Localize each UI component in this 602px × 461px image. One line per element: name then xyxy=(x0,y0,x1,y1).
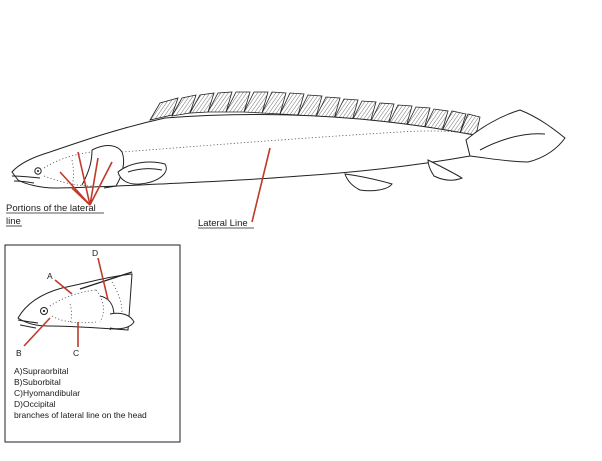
dorsal-finlets xyxy=(149,91,481,136)
lateral-line-trace xyxy=(121,130,473,153)
svg-text:Lateral Line: Lateral Line xyxy=(198,218,248,229)
fish-drawing xyxy=(11,91,566,192)
pelvic-fin xyxy=(344,173,393,192)
letter-d: D xyxy=(92,248,98,258)
portions-label: Portions of the lateral line xyxy=(6,203,104,227)
pointer-b xyxy=(23,317,51,347)
portions-pointers xyxy=(59,151,113,206)
anal-fin xyxy=(427,159,464,181)
pointer-d xyxy=(97,257,109,301)
letter-c: C xyxy=(73,348,79,358)
inset-fish-head xyxy=(17,271,135,331)
letter-b: B xyxy=(16,348,22,358)
pointer-a xyxy=(54,279,73,295)
lateral-line-label: Lateral Line xyxy=(198,218,254,229)
lateral-line-pointer xyxy=(251,147,271,223)
legend-item-a: A)Supraorbital xyxy=(14,366,68,376)
portions-label-line-1: Portions of the lateral xyxy=(6,203,96,214)
legend-item-d: D)Occipital xyxy=(14,399,56,409)
legend-item-b: B)Suborbital xyxy=(14,377,61,387)
letter-a: A xyxy=(47,271,53,281)
legend-caption: branches of lateral line on the head xyxy=(14,410,147,420)
inset-frame xyxy=(4,244,181,443)
portions-label-line-2: line xyxy=(6,216,21,227)
inset-legend: A)Supraorbital B)Suborbital C)Hyomandibu… xyxy=(14,366,147,420)
pectoral-fin xyxy=(117,161,167,185)
legend-item-c: C)Hyomandibular xyxy=(14,388,80,398)
